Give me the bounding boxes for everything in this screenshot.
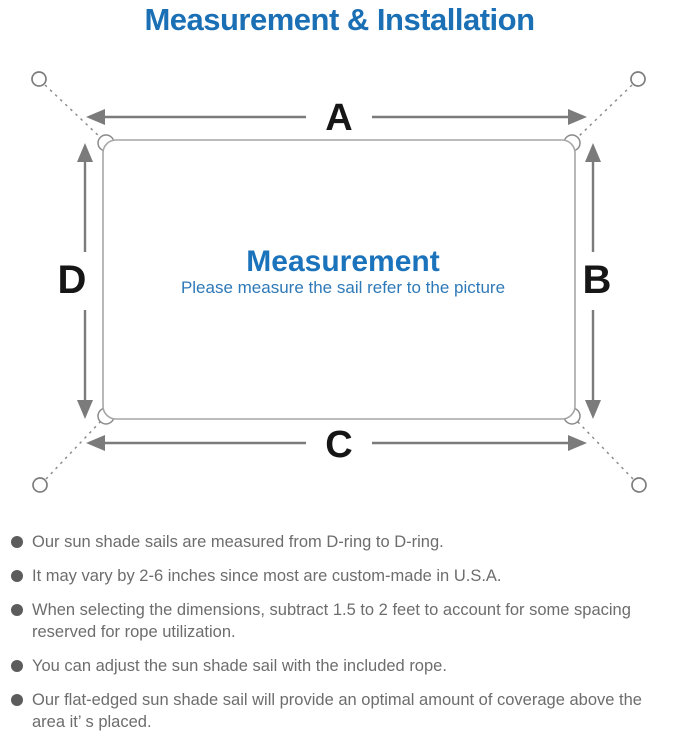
bullet-icon	[11, 660, 23, 672]
sail-outline	[102, 139, 576, 420]
arrowhead-b-down-icon	[585, 400, 601, 419]
arrowhead-d-up-icon	[77, 143, 93, 162]
measurement-diagram: A C D B Measurement Please measure the s…	[31, 71, 647, 493]
arrowhead-a-right-icon	[568, 109, 587, 125]
arrowhead-c-left-icon	[86, 435, 105, 451]
bullet-icon	[11, 570, 23, 582]
bullet-icon	[11, 604, 23, 616]
list-item: It may vary by 2-6 inches since most are…	[9, 565, 671, 587]
arrowhead-b-up-icon	[585, 143, 601, 162]
dimension-label-d: D	[58, 258, 87, 302]
anchor-ring-icon-top-left	[31, 71, 47, 87]
note-text: It may vary by 2-6 inches since most are…	[32, 567, 502, 585]
page-title: Measurement & Installation	[144, 2, 535, 37]
bullet-icon	[11, 536, 23, 548]
notes-list: Our sun shade sails are measured from D-…	[9, 531, 671, 739]
note-text: When selecting the dimensions, subtract …	[32, 601, 631, 641]
dimension-label-a: A	[325, 97, 352, 139]
rope-line-top-right	[576, 84, 633, 139]
dimension-label-b: B	[583, 258, 612, 302]
anchor-ring-icon-bottom-left	[32, 477, 48, 493]
note-text: You can adjust the sun shade sail with t…	[32, 657, 447, 675]
center-subtext: Please measure the sail refer to the pic…	[181, 278, 505, 297]
list-item: Our sun shade sails are measured from D-…	[9, 531, 671, 553]
arrowhead-d-down-icon	[77, 400, 93, 419]
rope-line-bottom-left	[45, 420, 102, 480]
rope-line-bottom-right	[576, 420, 634, 480]
list-item: You can adjust the sun shade sail with t…	[9, 655, 671, 677]
bullet-icon	[11, 694, 23, 706]
note-text: Our sun shade sails are measured from D-…	[32, 533, 444, 551]
anchor-ring-icon-bottom-right	[631, 477, 647, 493]
arrowhead-a-left-icon	[86, 109, 105, 125]
arrowhead-c-right-icon	[568, 435, 587, 451]
anchor-ring-icon-top-right	[630, 71, 646, 87]
rope-line-top-left	[44, 84, 102, 139]
dimension-label-c: C	[325, 424, 352, 466]
list-item: When selecting the dimensions, subtract …	[9, 599, 671, 643]
list-item: Our flat-edged sun shade sail will provi…	[9, 689, 671, 733]
d-rings	[97, 134, 581, 425]
note-text: Our flat-edged sun shade sail will provi…	[32, 691, 642, 731]
corner-rope-dashed-lines	[44, 84, 634, 480]
anchor-rings	[31, 71, 647, 493]
center-heading: Measurement	[246, 245, 439, 278]
